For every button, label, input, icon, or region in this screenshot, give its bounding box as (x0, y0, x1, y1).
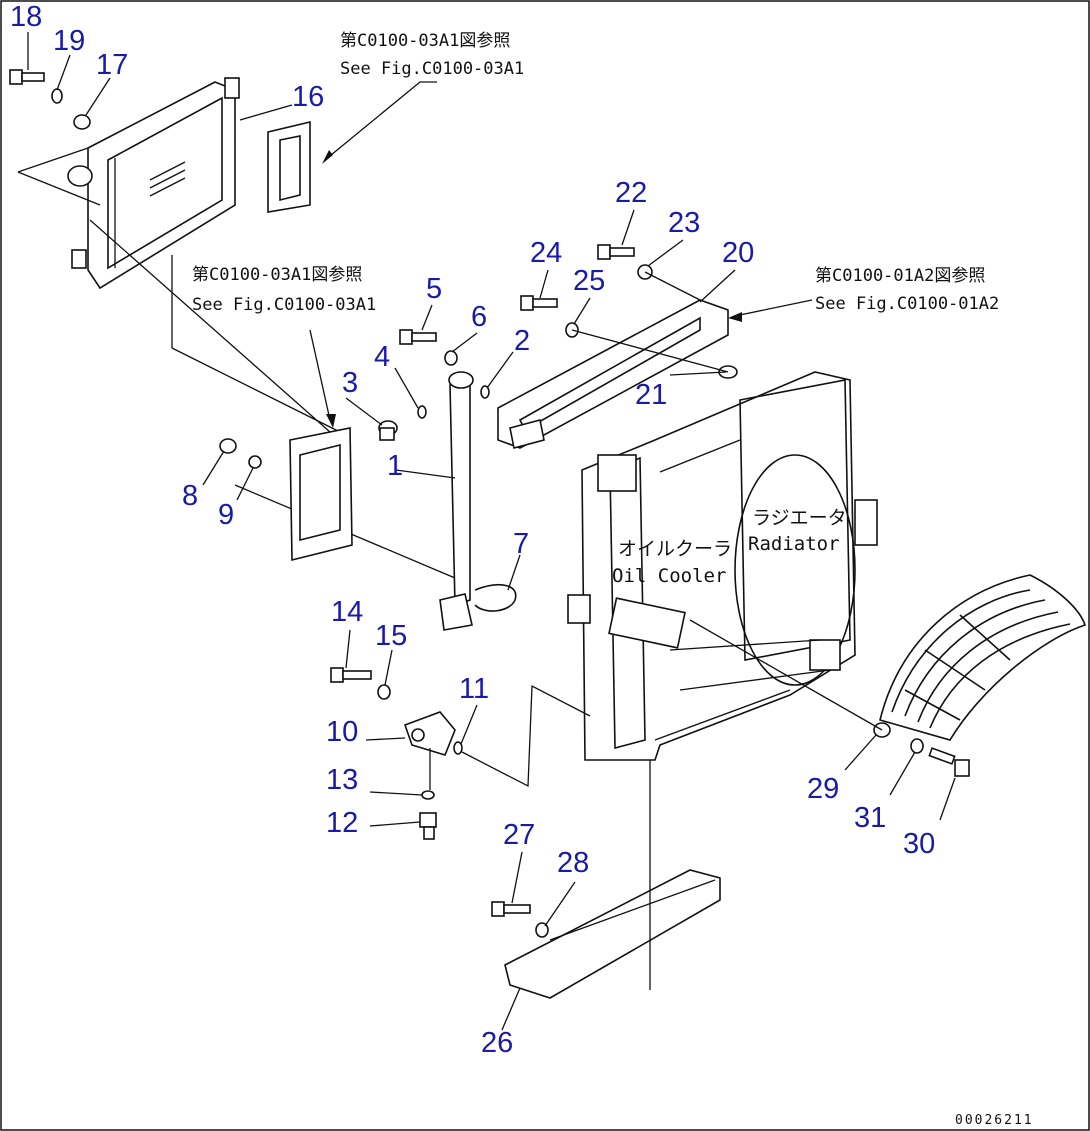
oil-cooler-label-jp: オイルクーラ (618, 538, 732, 560)
callout-23: 23 (668, 207, 700, 239)
callout-22: 22 (615, 177, 647, 209)
callout-14: 14 (331, 596, 363, 628)
ref-top-jp: 第C0100-03A1図参照 (340, 31, 510, 51)
callout-12: 12 (326, 807, 358, 839)
under-cover-26 (504, 869, 721, 999)
callout-13: 13 (326, 764, 358, 796)
ref-right-en: See Fig.C0100-01A2 (815, 294, 999, 314)
radiator-assembly (567, 371, 878, 761)
callout-6: 6 (471, 301, 487, 333)
callout-18: 18 (10, 1, 42, 33)
callout-30: 30 (903, 828, 935, 860)
washer-15 (377, 684, 391, 700)
stay-rod-1 (439, 371, 474, 631)
guide-line (171, 347, 341, 433)
callout-26: 26 (481, 1027, 513, 1059)
callout-9: 9 (218, 499, 234, 531)
callout-2: 2 (514, 325, 530, 357)
callout-21: 21 (635, 379, 667, 411)
callout-3: 3 (342, 367, 358, 399)
bolt-27 (491, 901, 531, 917)
callout-10: 10 (326, 716, 358, 748)
callout-15: 15 (375, 620, 407, 652)
washer-31 (910, 738, 924, 754)
bolt-22 (597, 244, 635, 260)
callout-16: 16 (292, 81, 324, 113)
callout-4: 4 (374, 341, 390, 373)
callout-20: 20 (722, 237, 754, 269)
oil-cooler-assembly (17, 77, 240, 290)
bolt-18 (9, 69, 45, 85)
bolt-3 (378, 420, 398, 441)
ref-top-en: See Fig.C0100-03A1 (340, 59, 524, 79)
radiator-label-en: Radiator (748, 533, 840, 555)
callout-8: 8 (182, 480, 198, 512)
callout-29: 29 (807, 773, 839, 805)
ref-mid-jp: 第C0100-03A1図参照 (192, 265, 362, 285)
bolt-30 (928, 747, 970, 777)
washer-28 (535, 922, 549, 938)
callout-17: 17 (96, 49, 128, 81)
side-bracket (219, 427, 353, 562)
drawing-code: 00026211 (955, 1113, 1034, 1128)
ref-mid-en: See Fig.C0100-03A1 (192, 295, 376, 315)
bolt-12 (419, 812, 437, 840)
callout-leaders (27, 32, 956, 1031)
callout-24: 24 (530, 237, 562, 269)
callout-25: 25 (573, 265, 605, 297)
oil-cooler-label-en: Oil Cooler (612, 565, 726, 587)
radiator-label-jp: ラジエータ (752, 507, 847, 529)
washer-4 (417, 405, 427, 419)
washer-2 (480, 385, 490, 399)
callout-31: 31 (854, 802, 886, 834)
washer-13 (421, 790, 435, 800)
callout-1: 1 (387, 450, 403, 482)
washer-19 (51, 88, 63, 104)
ref-right-jp: 第C0100-01A2図参照 (815, 266, 985, 286)
washer-6 (444, 350, 458, 366)
bracket-7 (474, 584, 517, 612)
washer-11 (453, 741, 463, 755)
callout-5: 5 (426, 273, 442, 305)
bolt-24 (520, 295, 558, 311)
callout-7: 7 (513, 528, 529, 560)
callout-11: 11 (459, 673, 489, 705)
fan-guard-29 (873, 574, 1087, 741)
callout-19: 19 (53, 25, 85, 57)
bolt-5 (399, 329, 437, 345)
bolt-14 (330, 667, 372, 683)
clamp-10 (403, 711, 456, 756)
callout-27: 27 (503, 819, 535, 851)
washer-17 (73, 114, 91, 130)
bracket-16 (267, 120, 311, 213)
callout-28: 28 (557, 847, 589, 879)
